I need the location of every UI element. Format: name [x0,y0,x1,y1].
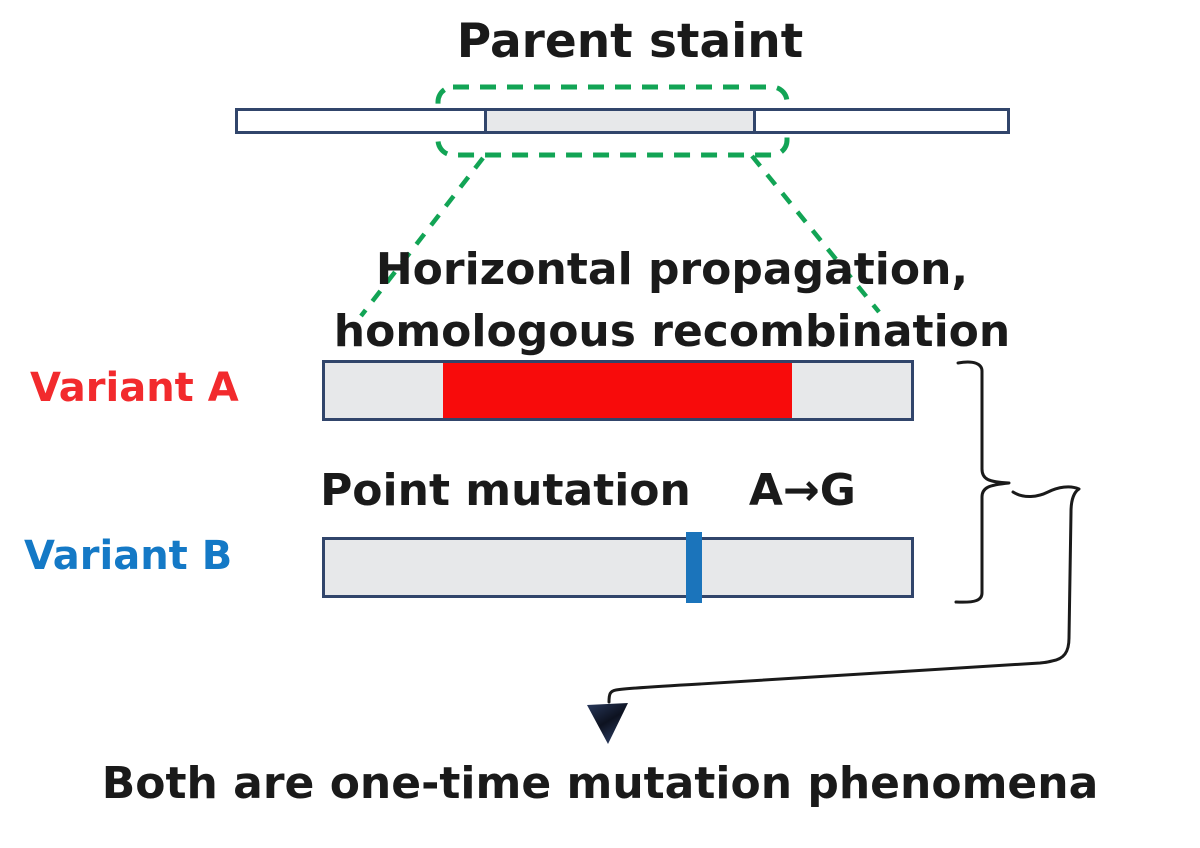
parent-strain-bar [235,108,1010,134]
dashed-connector-left [359,156,485,318]
variant-b-label: Variant B [24,533,233,579]
variant-b-bar [322,532,914,603]
dashed-connector-right [750,154,881,314]
bottom-caption: Both are one-time mutation phenomena [101,758,1099,809]
propagation-label-line1: Horizontal propagation, [375,244,969,295]
propagation-label: Horizontal propagation, homologous recom… [144,239,1200,363]
point-mutation-text: Point mutation [320,465,691,516]
point-mutation-change: A→G [748,465,856,516]
variant-b-point-mutation-stripe [686,532,702,603]
variants-bracket [954,360,1011,604]
parent-strain-highlight-segment [484,111,756,131]
variant-a-bar [322,360,914,421]
diagram-title: Parent staint [456,14,804,69]
variant-a-label: Variant A [30,365,239,411]
flow-line [607,485,1081,704]
point-mutation-label: Point mutation A→G [0,465,1176,516]
down-arrowhead-icon [587,703,628,744]
variant-a-recombined-segment [443,363,792,418]
propagation-label-line2: homologous recombination [333,306,1011,357]
